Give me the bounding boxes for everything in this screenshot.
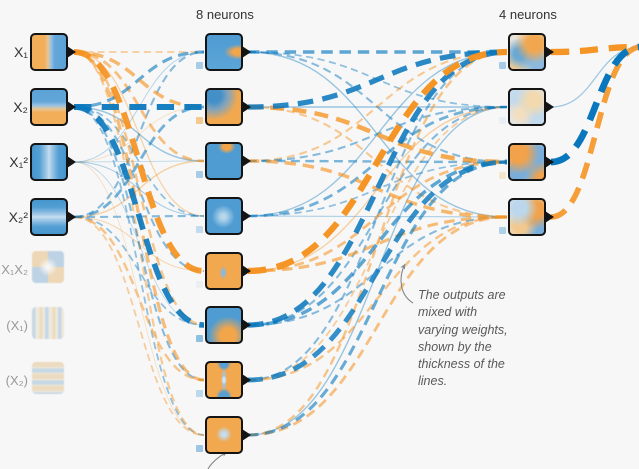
weight-input2-h1n7[interactable] [73,161,205,436]
input-label-2: X₁² [9,154,28,170]
weight-input0-h1n1[interactable] [73,50,205,109]
hidden2-node-1[interactable] [508,88,554,126]
weight-h1n5-h2n2[interactable] [247,160,508,327]
hidden1-node-4-bias-square [196,281,203,288]
input-label-1: X₂ [13,99,28,115]
hidden1-node-7[interactable] [205,416,251,454]
weight-h1n6-h2n3[interactable] [247,215,508,382]
hidden1-node-6-bias-square [196,390,203,397]
hidden1-node-5[interactable] [205,306,251,344]
weight-h2n0-output[interactable] [550,43,639,56]
weight-h1n2-h2n1[interactable] [247,105,508,163]
weight-h1n7-h2n3[interactable] [247,215,508,437]
weight-h2n2-output[interactable] [550,43,639,166]
weight-h1n2-h2n3[interactable] [247,159,508,219]
weight-h1n3-h2n0[interactable] [247,51,508,217]
hidden1-node-3-bias-square [196,226,203,233]
hidden1-node-0-bias-square [196,62,203,69]
layer1-header: 8 neurons [196,7,254,22]
weight-h1n1-h2n0[interactable] [247,49,508,110]
input-node-5[interactable] [32,307,64,339]
weight-input3-h1n4[interactable] [73,216,205,272]
input-node-6[interactable] [32,362,64,394]
weight-input1-h1n0[interactable] [73,50,205,109]
hidden1-node-2[interactable] [205,142,251,180]
hidden1-node-5-bias-square [196,335,203,342]
weight-input1-h1n5[interactable] [73,104,205,328]
weight-input0-h1n2[interactable] [73,50,205,163]
layer2-header: 4 neurons [499,7,557,22]
weight-input0-h1n3[interactable] [73,51,205,217]
hidden2-node-2-bias-square [499,172,506,179]
weight-h1n6-h2n2[interactable] [247,159,508,383]
weight-h1n7-h2n0[interactable] [247,50,508,437]
hidden2-node-0[interactable] [508,33,554,71]
hidden2-node-1-bias-square [499,117,506,124]
weight-h2n3-output[interactable] [550,44,639,220]
hidden1-node-6[interactable] [205,361,251,399]
weight-input1-h1n3[interactable] [73,106,205,217]
hidden2-node-3[interactable] [508,198,554,236]
weight-input1-h1n6[interactable] [73,105,205,382]
annotation-arrow-weights [400,263,414,304]
input-node-4[interactable] [32,251,64,283]
weight-input1-h1n2[interactable] [73,106,205,162]
weights-annotation-text: The outputs are mixed with varying weigh… [418,288,508,389]
weight-input0-h1n5[interactable] [73,50,205,327]
input-label-6: (X₂) [5,373,28,388]
weight-h1n4-h2n0[interactable] [247,48,508,275]
input-node-1[interactable] [30,88,76,126]
hidden1-node-0[interactable] [205,33,251,71]
input-label-5: (X₁) [6,318,28,333]
input-node-0[interactable] [30,33,76,71]
hidden1-node-1[interactable] [205,88,251,126]
hidden2-node-2[interactable] [508,143,554,181]
hidden1-node-2-bias-square [196,171,203,178]
hidden2-node-3-bias-square [499,227,506,234]
input-node-3[interactable] [30,198,76,236]
weight-input1-h1n7[interactable] [73,106,205,436]
input-label-4: X₁X₂ [1,262,28,277]
hidden2-node-0-bias-square [499,62,506,69]
weight-h1n7-h2n2[interactable] [247,160,508,437]
weight-input0-h1n7[interactable] [73,50,205,437]
hidden1-node-1-bias-square [196,117,203,124]
input-label-0: X₁ [13,44,28,60]
weight-input3-h1n5[interactable] [73,216,205,326]
input-node-2[interactable] [30,143,76,181]
weight-h1n4-h2n2[interactable] [247,160,508,273]
hidden1-node-4[interactable] [205,252,251,290]
weight-input3-h1n7[interactable] [73,216,205,436]
weight-input2-h1n2[interactable] [73,160,205,163]
weight-h1n0-h2n2[interactable] [247,50,508,164]
hidden1-node-3[interactable] [205,197,251,235]
weight-h1n0-h2n3[interactable] [247,51,508,218]
weight-h1n5-h2n0[interactable] [247,49,508,328]
input-label-3: X₂² [8,209,28,225]
weight-input2-h1n1[interactable] [73,106,205,163]
weight-input3-h1n1[interactable] [73,105,205,219]
weight-input3-h1n0[interactable] [73,50,205,219]
hidden1-node-7-bias-square [196,445,203,452]
weight-h1n4-h2n3[interactable] [247,215,508,273]
weight-h1n2-h2n0[interactable] [247,50,508,163]
